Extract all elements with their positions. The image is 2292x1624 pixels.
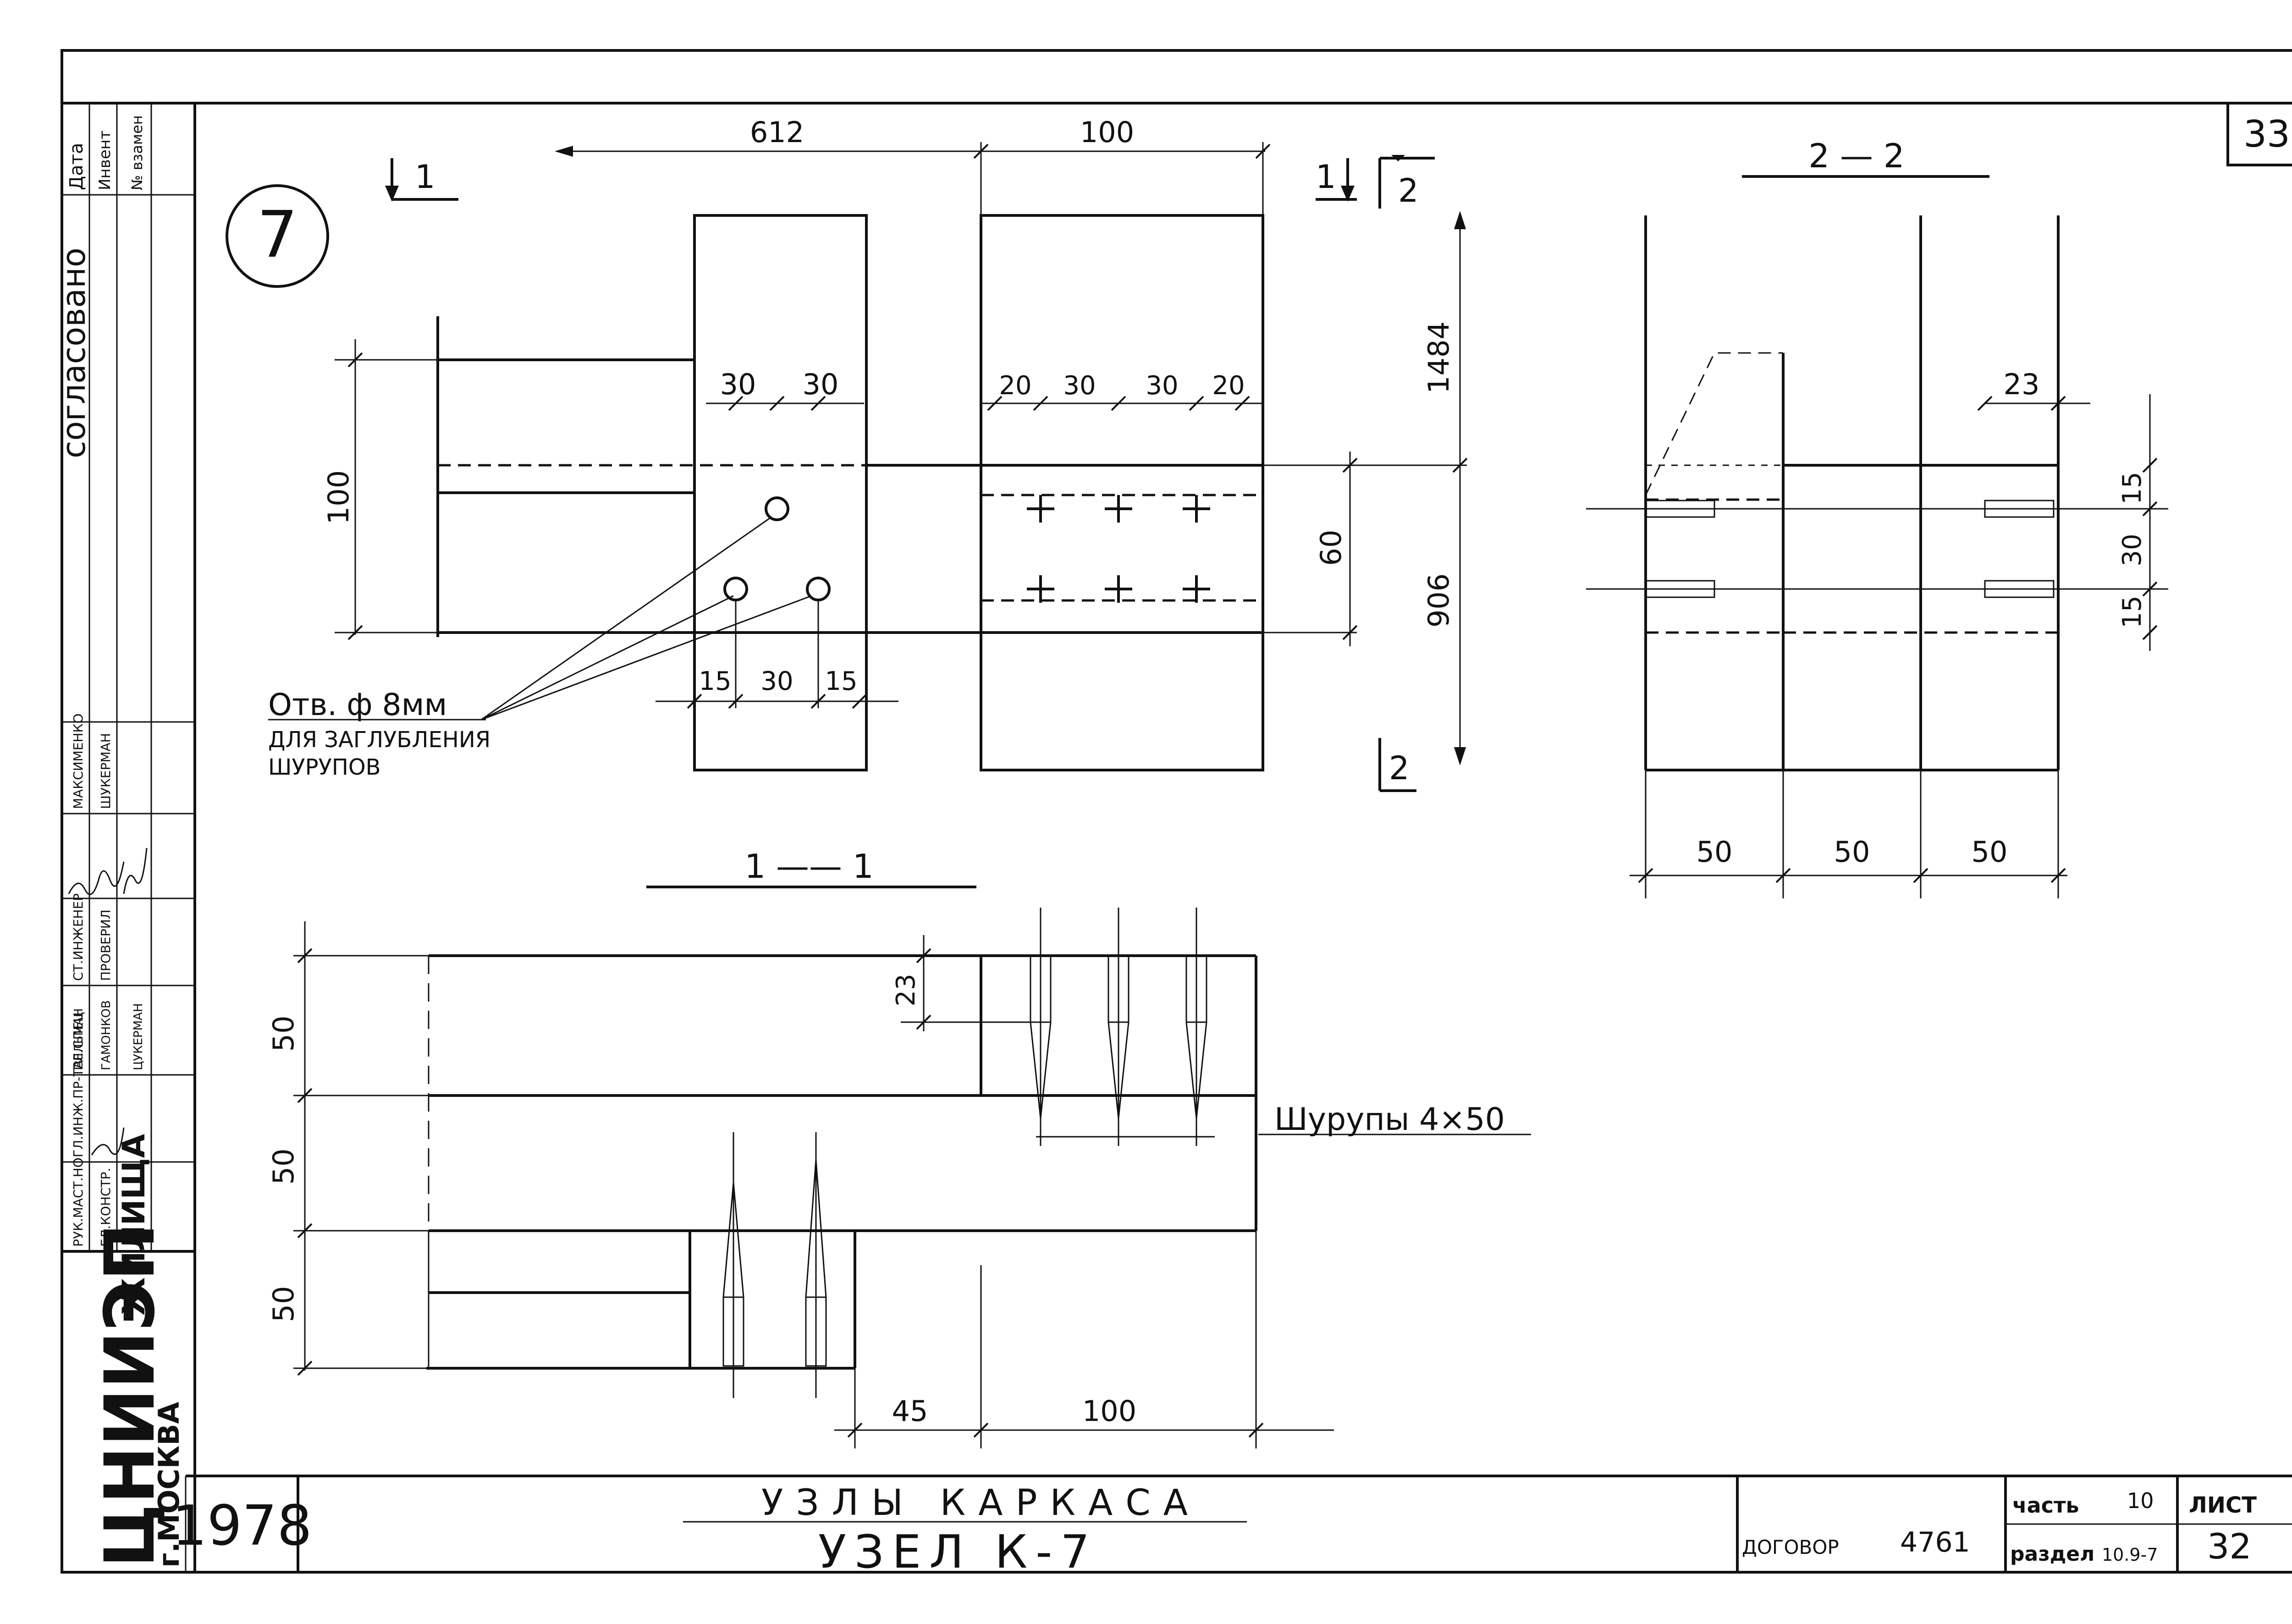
stamp-header-inventory: Инвент — [96, 130, 114, 190]
s2-dim-50-a: 50 — [1697, 835, 1733, 869]
title-line-1: УЗЛЫ КАРКАСА — [761, 1482, 1201, 1524]
section-mark-1-right: 1 — [1316, 158, 1336, 196]
s1-dim-100: 100 — [1082, 1394, 1136, 1428]
left-stamp-block: Дата Инвент № взамен согласовано РУК.МАС… — [55, 102, 196, 1574]
detail-number-circle — [226, 184, 329, 288]
stamp-name-3: ЗЕЛЬМАН — [72, 1008, 86, 1068]
stamp-role-1: РУК.МАСТ.НО — [71, 1157, 86, 1247]
dim-30-e: 30 — [760, 666, 793, 696]
screws-section-1-top — [1030, 908, 1207, 1146]
dim-15-b: 15 — [825, 666, 857, 696]
stamp-name-1: МАКСИМЕНКО — [71, 713, 86, 809]
stamp-role-4: ГЛ.СПЕЦ — [71, 1012, 86, 1070]
screws-section-1-bottom — [722, 1132, 827, 1398]
s2-dim-15-a: 15 — [2117, 472, 2147, 504]
stamp-role-6: ПРОВЕРИЛ — [98, 909, 113, 981]
title-block: 1978 УЗЛЫ КАРКАСА УЗЕЛ К-7 ДОГОВОР 4761 … — [172, 1475, 2292, 1579]
s1-dim-50-b: 50 — [267, 1149, 300, 1185]
dim-906: 906 — [1422, 573, 1455, 628]
signature-3 — [91, 1127, 125, 1156]
dim-100-top: 100 — [1080, 116, 1134, 149]
s1-dim-23: 23 — [891, 974, 921, 1006]
hole-note-line-1: Отв. ф 8мм — [268, 687, 447, 722]
dim-30-d: 30 — [1146, 371, 1178, 401]
detail-number: 7 — [257, 198, 298, 272]
sheet-corner-number: 33 — [2243, 113, 2290, 155]
s2-dim-50-b: 50 — [1834, 835, 1870, 869]
stamp-name-4: ГАМОНКОВ — [99, 1000, 113, 1070]
section-mark-1-left: 1 — [415, 158, 435, 196]
dim-612: 612 — [750, 116, 804, 149]
org-sub-name: ЖИЛИЩА — [116, 1134, 152, 1316]
stamp-name-5: ЦУКЕРМАН — [132, 1003, 145, 1070]
screw-note: Шурупы 4×50 — [1274, 1101, 1505, 1138]
section-2-title: 2 — 2 — [1808, 137, 1904, 175]
section-mark-2-top: 2 — [1398, 172, 1419, 209]
dim-15-a: 15 — [699, 666, 731, 696]
section-number: 10.9-7 — [2102, 1545, 2158, 1565]
dim-100-left: 100 — [322, 470, 355, 524]
contract-label: ДОГОВОР — [1742, 1536, 1839, 1558]
screw-positions-plan — [1027, 495, 1210, 603]
section-2-2: 2 — 2 23 15 30 15 — [1586, 137, 2168, 898]
org-main-name: ЦНИИЭП — [90, 1223, 170, 1568]
year: 1978 — [172, 1494, 312, 1558]
part-number: 10 — [2127, 1488, 2154, 1513]
sheet-label: ЛИСТ — [2189, 1492, 2257, 1518]
s2-dim-23: 23 — [2004, 368, 2040, 401]
dim-60: 60 — [1314, 530, 1348, 566]
sheet-corner-box — [2226, 102, 2292, 166]
stamp-header-replaced: № взамен — [128, 115, 146, 190]
title-line-2: УЗЕЛ К-7 — [818, 1525, 1098, 1579]
dim-20-a: 20 — [999, 371, 1031, 401]
dim-30-a: 30 — [720, 368, 756, 401]
org-city: г.МОСКВА — [152, 1402, 186, 1568]
sheet-outer-border — [61, 49, 2292, 1574]
drawing-frame — [193, 102, 2292, 1477]
hole-note-line-3: ШУРУПОВ — [268, 754, 381, 780]
section-mark-2-bottom: 2 — [1389, 749, 1410, 787]
signature-2 — [123, 848, 148, 894]
s2-dim-15-b: 15 — [2117, 595, 2147, 628]
stamp-name-2: ШУКЕРМАН — [98, 733, 113, 809]
s1-dim-50-a: 50 — [267, 1016, 300, 1052]
contract-number: 4761 — [1900, 1526, 1970, 1558]
s2-dim-30: 30 — [2117, 534, 2147, 566]
stamp-role-5: СТ.ИНЖЕНЕР — [71, 893, 86, 981]
section-label: раздел — [2010, 1542, 2094, 1566]
dim-30-c: 30 — [1063, 371, 1096, 401]
hole-note-line-2: ДЛЯ ЗАГЛУБЛЕНИЯ — [268, 727, 490, 753]
part-label: часть — [2012, 1493, 2079, 1518]
s1-dim-50-c: 50 — [267, 1286, 300, 1322]
section-1-title: 1 —— 1 — [744, 847, 873, 886]
section-1-1: 1 —— 1 — [267, 847, 1531, 1448]
plan-view: 1 1 2 2 612 100 — [268, 116, 1468, 792]
stamp-role-3: ГЛ.КОНСТР. — [98, 1168, 113, 1247]
sheet-number: 32 — [2207, 1526, 2252, 1567]
stamp-role-2: ГЛ.ИНЖ.ПР-ТА — [71, 1060, 86, 1157]
s1-dim-45: 45 — [892, 1394, 928, 1428]
dim-20-b: 20 — [1212, 371, 1245, 401]
dim-1484: 1484 — [1422, 321, 1455, 394]
stamp-header-date: Дата — [66, 143, 87, 190]
signature-1 — [68, 861, 125, 895]
s2-dim-50-c: 50 — [1972, 835, 2008, 869]
dim-30-b: 30 — [803, 368, 839, 401]
screws-section-2 — [1586, 500, 2168, 598]
stamp-agreed-label: согласовано — [55, 248, 93, 458]
